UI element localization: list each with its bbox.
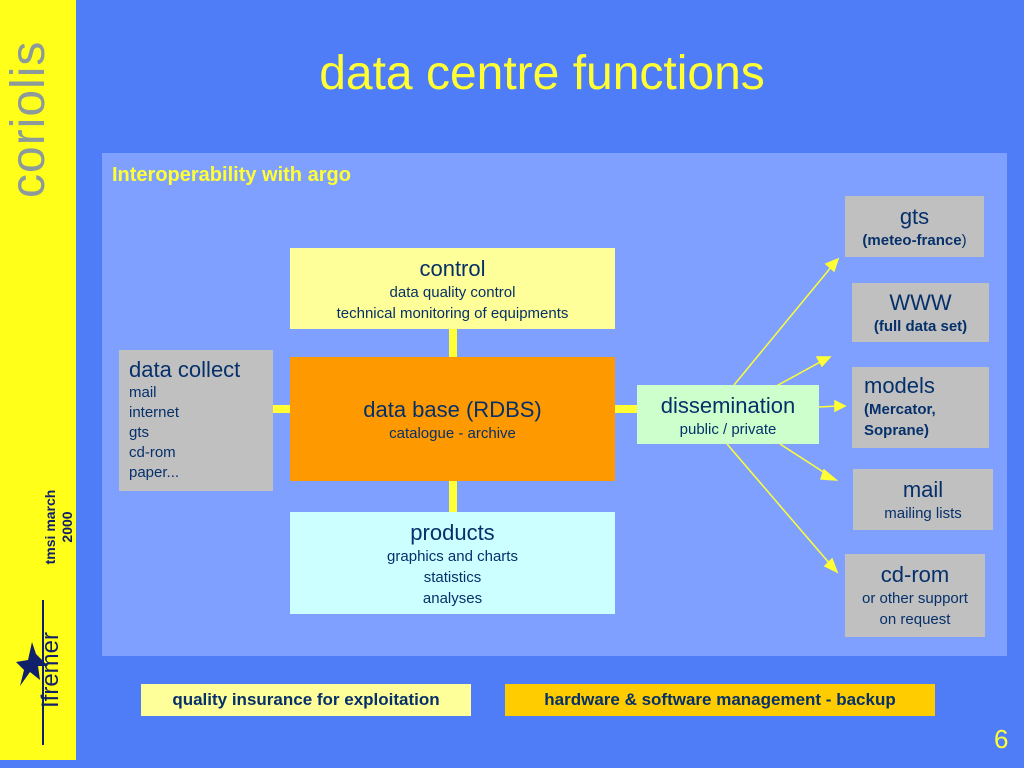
www-sub: (full data set) (873, 318, 968, 335)
cdrom-sub: or other support (862, 590, 968, 607)
models-box: models (Mercator, Soprane) (852, 367, 989, 448)
database-box: data base (RDBS) catalogue - archive (290, 357, 615, 481)
data-collect-box: data collect mail internet gts cd-rom pa… (119, 350, 273, 491)
products-line: statistics (423, 569, 482, 586)
control-line: technical monitoring of equipments (336, 305, 569, 322)
mail-heading: mail (902, 477, 944, 502)
quality-insurance-label: quality insurance for exploitation (141, 684, 471, 716)
gts-sub: (meteo-france (862, 232, 962, 249)
cdrom-sub: on request (879, 611, 951, 628)
data-collect-item: mail (129, 384, 157, 401)
data-collect-heading: data collect (129, 357, 241, 382)
database-line: catalogue - archive (389, 425, 516, 442)
hardware-management-label: hardware & software management - backup (505, 684, 935, 716)
mail-box: mail mailing lists (853, 469, 993, 530)
mail-sub: mailing lists (884, 505, 962, 522)
data-collect-item: gts (129, 424, 150, 441)
connector-db-dissemination (615, 405, 637, 413)
models-heading: models (864, 373, 935, 398)
products-box: products graphics and charts statistics … (290, 512, 615, 614)
control-line: data quality control (389, 284, 516, 301)
models-sub: Soprane) (864, 422, 930, 439)
arrow-to-cdrom (726, 443, 831, 565)
connector-db-products (449, 481, 457, 512)
gts-sub-close: ) (961, 232, 967, 249)
dissemination-heading: dissemination (660, 393, 796, 418)
www-box: WWW (full data set) (852, 283, 989, 342)
arrow-to-gts (733, 265, 833, 386)
control-heading: control (419, 256, 486, 281)
data-collect-item: internet (129, 404, 180, 421)
data-collect-item: cd-rom (129, 444, 176, 461)
database-heading: data base (RDBS) (363, 397, 542, 422)
www-heading: WWW (889, 290, 952, 315)
gts-heading: gts (899, 204, 930, 229)
slide-title: data centre functions (319, 47, 765, 100)
arrow-to-mail (779, 443, 829, 476)
ifremer-bird-icon (16, 642, 48, 686)
cdrom-heading: cd-rom (880, 562, 950, 587)
ifremer-divider (42, 600, 44, 745)
connector-control-db (449, 329, 457, 357)
sidebar (0, 0, 76, 760)
gts-box: gts (meteo-france) (845, 196, 984, 257)
panel-title: Interoperability with argo (112, 164, 351, 186)
control-box: control data quality control technical m… (290, 248, 615, 329)
models-sub: (Mercator, (864, 401, 936, 418)
products-line: analyses (422, 590, 483, 607)
data-collect-item: paper... (129, 464, 180, 481)
products-heading: products (410, 520, 495, 545)
page-number: 6 (994, 724, 1009, 754)
dissemination-line: public / private (679, 421, 777, 438)
products-line: graphics and charts (387, 548, 518, 565)
cdrom-box: cd-rom or other support on request (845, 554, 985, 637)
connector-collect-db (273, 405, 290, 413)
dissemination-box: dissemination public / private (637, 385, 819, 444)
